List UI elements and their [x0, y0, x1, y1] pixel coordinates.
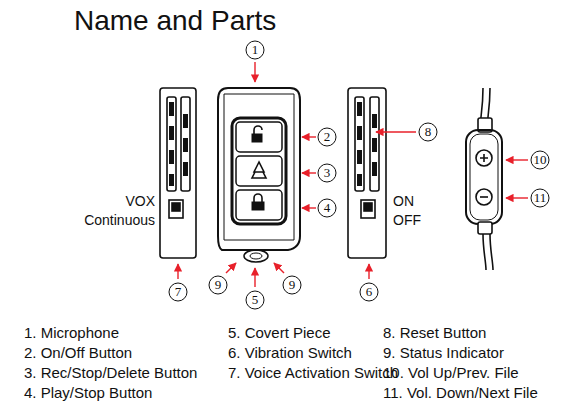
callout-circle: 5: [245, 290, 265, 310]
callout-circle: 2: [317, 127, 337, 147]
callout-number: 8: [418, 122, 438, 142]
remote-front: [218, 88, 300, 262]
part-list-item: 10. Vol Up/Prev. File: [383, 364, 519, 382]
callout-number: 9: [282, 275, 302, 295]
callout-number: 6: [359, 282, 379, 302]
callout-circle: 6: [359, 282, 379, 302]
part-list-item: 2. On/Off Button: [24, 344, 132, 362]
inline-control: [466, 88, 502, 270]
callout-circle: 3: [317, 163, 337, 183]
part-list-item: 7. Voice Activation Switch: [228, 364, 399, 382]
callout-number: 2: [317, 127, 337, 147]
right-side-view: [348, 88, 386, 258]
part-list-item: 5. Covert Piece: [228, 324, 331, 342]
part-list-item: 11. Vol. Down/Next File: [383, 384, 538, 402]
callout-number: 11: [530, 188, 550, 208]
part-list-item: 1. Microphone: [24, 324, 119, 342]
part-list-item: 6. Vibration Switch: [228, 344, 352, 362]
leader-arrows: [178, 62, 528, 287]
callout-number: 10: [530, 150, 550, 170]
part-list-item: 3. Rec/Stop/Delete Button: [24, 364, 197, 382]
part-list-item: 8. Reset Button: [383, 324, 486, 342]
callout-circle: 7: [168, 282, 188, 302]
part-list-item: 4. Play/Stop Button: [24, 384, 152, 402]
callout-circle: 8: [418, 122, 438, 142]
left-side-view: [160, 88, 196, 258]
callout-number: 5: [245, 290, 265, 310]
callout-number: 3: [317, 163, 337, 183]
callout-circle: 4: [317, 198, 337, 218]
switch-label: ON: [393, 193, 414, 210]
callout-circle: 9: [282, 275, 302, 295]
part-list-item: 9. Status Indicator: [383, 344, 504, 362]
callout-number: 4: [317, 198, 337, 218]
switch-label: VOX: [125, 193, 155, 210]
callout-number: 1: [245, 40, 265, 60]
callout-number: 9: [208, 275, 228, 295]
callout-circle: 11: [530, 188, 550, 208]
callout-circle: 10: [530, 150, 550, 170]
callout-circle: 1: [245, 40, 265, 60]
switch-label: OFF: [393, 212, 421, 229]
switch-label: Continuous: [84, 212, 155, 229]
callout-circle: 9: [208, 275, 228, 295]
callout-number: 7: [168, 282, 188, 302]
page-title: Name and Parts: [74, 4, 276, 38]
